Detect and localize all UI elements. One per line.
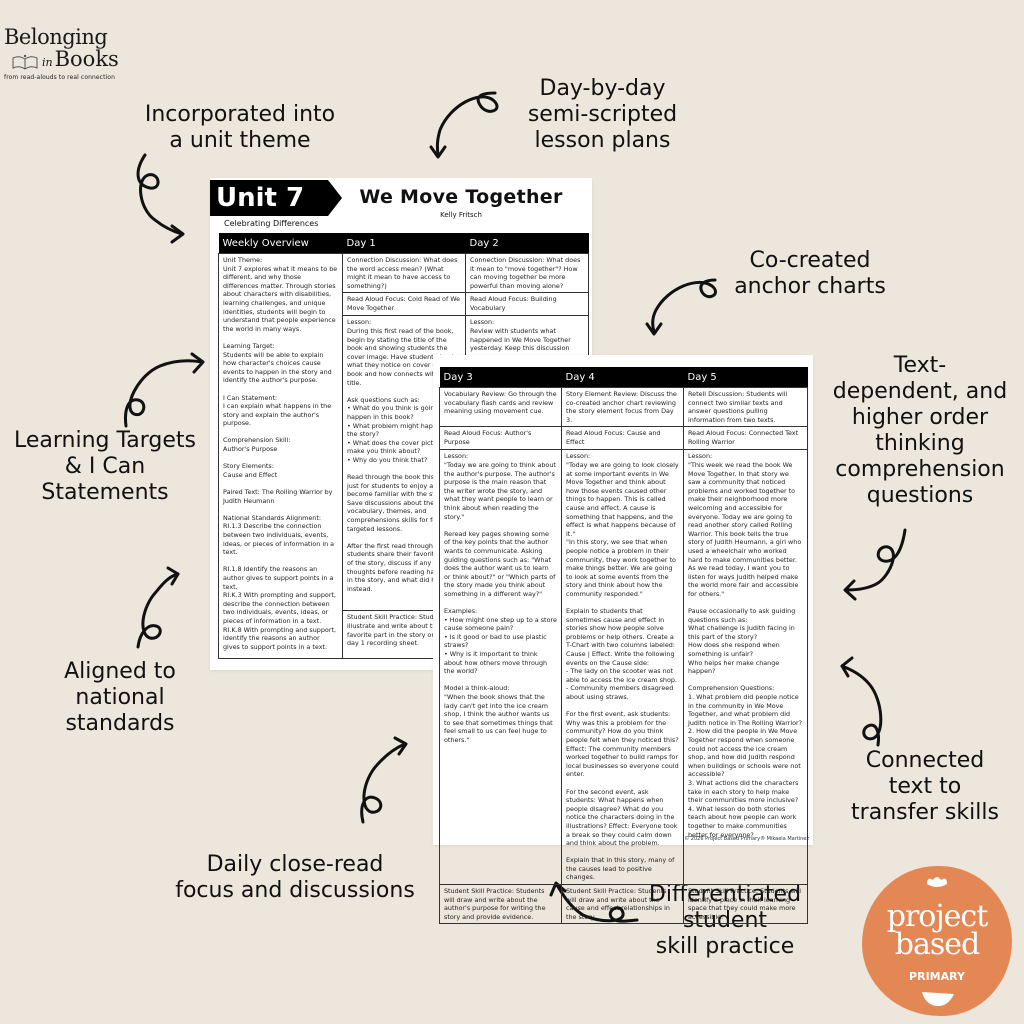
lesson-plan-page-2: Day 3 Day 4 Day 5 Vocabulary Review: Go … xyxy=(433,355,813,925)
callout-standards: Aligned to national standards xyxy=(64,659,176,736)
curly-arrow-icon-connected-text xyxy=(840,656,883,747)
day4-review: Story Element Review: Discuss the co-cre… xyxy=(561,386,684,428)
bowl-icon xyxy=(922,992,954,1007)
curly-arrow-icon-text-dependent xyxy=(843,528,907,601)
day3-practice: Student Skill Practice: Students will dr… xyxy=(439,884,562,925)
day1-focus: Read Aloud Focus: Cold Read of We Move T… xyxy=(342,292,466,317)
day3-focus: Read Aloud Focus: Author's Purpose xyxy=(439,426,562,451)
logo-blob xyxy=(862,866,1012,1016)
book-title: We Move Together xyxy=(359,186,563,208)
callout-anchor-charts: Co-created anchor charts xyxy=(734,248,886,299)
day4-practice: Student Skill Practice: Students will dr… xyxy=(561,884,684,925)
logo-word-based: based xyxy=(894,927,980,962)
curly-arrow-icon-anchor-charts xyxy=(645,278,717,336)
brand-in: in xyxy=(42,56,53,69)
book-author: Kelly Fritsch xyxy=(440,211,482,219)
curly-arrow-icon-lesson-plans xyxy=(429,91,499,159)
weekly-overview-cell: Unit Theme: Unit 7 explores what it mean… xyxy=(218,253,343,659)
header-day-3: Day 3 xyxy=(439,367,562,388)
brand-line2: in Books xyxy=(4,48,154,70)
unit-banner: Unit 7 xyxy=(210,180,342,216)
brand-books: Books xyxy=(54,47,119,71)
header-weekly-overview: Weekly Overview xyxy=(218,233,343,254)
curly-arrow-icon-standards xyxy=(136,566,180,649)
day4-focus: Read Aloud Focus: Cause and Effect xyxy=(561,426,684,451)
curly-arrow-icon-learning-targets xyxy=(124,352,205,428)
unit-subtitle: Celebrating Differences xyxy=(224,219,319,228)
header-day-2: Day 2 xyxy=(465,233,589,254)
curly-arrow-icon-close-read xyxy=(360,736,408,824)
callout-close-read: Daily close-read focus and discussions xyxy=(175,852,415,903)
day3-review: Vocabulary Review: Go through the vocabu… xyxy=(439,386,562,428)
day5-practice: Student Skill Practice: Students will id… xyxy=(683,884,808,925)
day5-lesson: Lesson: "This week we read the book We M… xyxy=(683,449,808,886)
project-based-primary-logo: project based PRIMARY xyxy=(862,866,1012,1016)
day4-lesson: Lesson: "Today we are going to look clos… xyxy=(561,449,684,886)
day1-connection: Connection Discussion: What does the wor… xyxy=(342,252,466,294)
copyright-notice: © 2026 Project Based Primary® Mikaela Ma… xyxy=(684,836,809,842)
brand-line1: Belonging xyxy=(4,25,108,49)
callout-learning-targets: Learning Targets & I Can Statements xyxy=(13,428,197,505)
brand-tagline: from read-alouds to real connection xyxy=(4,74,115,81)
callout-connected-text: Connected text to transfer skills xyxy=(851,748,999,825)
callout-text-dependent: Text- dependent, and higher order thinki… xyxy=(832,353,1008,508)
header-day-1: Day 1 xyxy=(342,233,466,254)
callout-lesson-plans: Day-by-day semi-scripted lesson plans xyxy=(527,76,678,153)
curly-arrow-icon-unit-theme xyxy=(136,153,185,244)
callout-unit-theme: Incorporated into a unit theme xyxy=(144,102,336,153)
belonging-in-books-logo: Belonging in Books from read-alouds to r… xyxy=(4,26,154,81)
leaf-icon xyxy=(927,877,947,887)
day5-focus: Read Aloud Focus: Connected Text Rolling… xyxy=(683,426,808,451)
logo-word-primary: PRIMARY xyxy=(909,970,965,983)
day5-review: Retell Discussion: Students will connect… xyxy=(683,386,808,428)
day2-focus: Read Aloud Focus: Building Vocabulary xyxy=(465,292,589,317)
header-day-4: Day 4 xyxy=(561,367,684,388)
day3-lesson: Lesson: "Today we are going to think abo… xyxy=(439,449,562,886)
logo-word-project: project xyxy=(886,899,989,934)
days-3-5-table: Day 3 Day 4 Day 5 Vocabulary Review: Go … xyxy=(439,367,808,925)
open-book-icon xyxy=(12,54,38,70)
day2-connection: Connection Discussion: What does it mean… xyxy=(465,252,589,294)
header-day-5: Day 5 xyxy=(683,367,808,388)
